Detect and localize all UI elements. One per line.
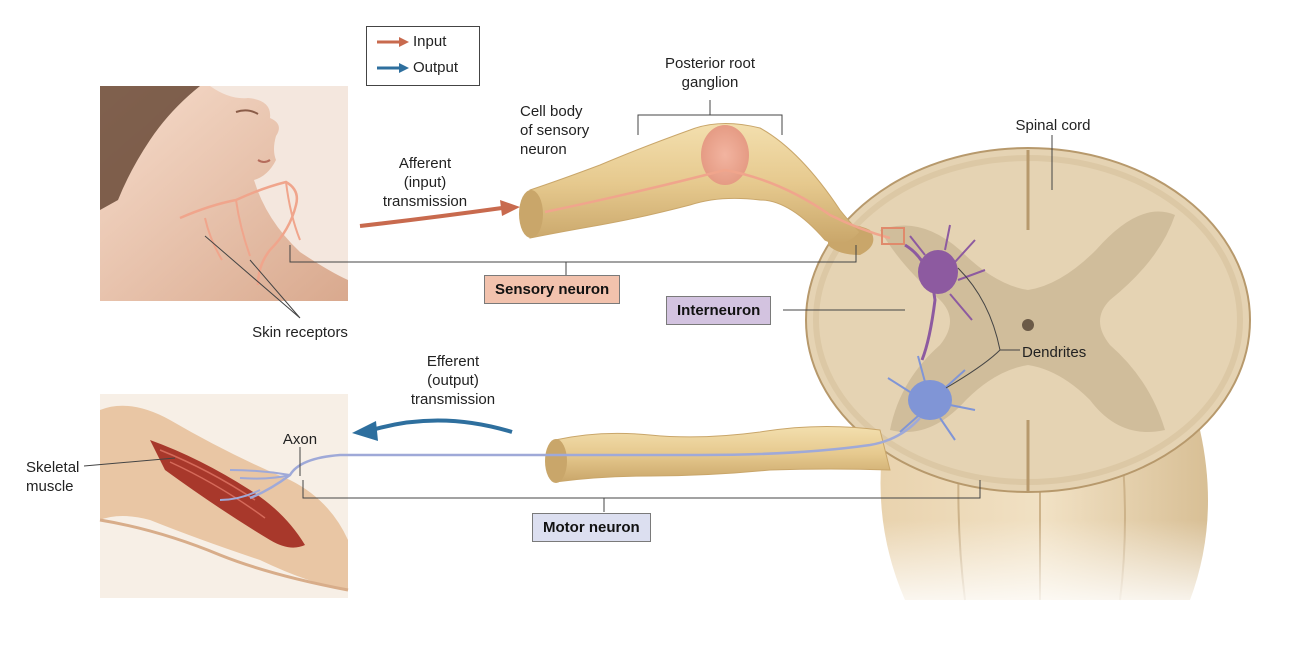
afferent-arrowhead xyxy=(500,200,520,216)
legend-input-label: Input xyxy=(413,33,447,50)
skin-receptors-label: Skin receptors xyxy=(252,324,348,341)
leader-lines xyxy=(83,100,1053,512)
efferent-arrow xyxy=(371,418,513,434)
legend-output-label: Output xyxy=(413,59,459,76)
ganglion-cell-body xyxy=(701,125,749,185)
afferent-arrow xyxy=(359,206,503,228)
axon-label: Axon xyxy=(282,431,318,448)
output-arrow-icon xyxy=(377,63,409,74)
motor-neuron-cell xyxy=(219,355,976,501)
afferent-label: Afferent (input) transmission xyxy=(382,155,468,210)
legend-input: Input xyxy=(375,33,446,50)
legend-output: Output xyxy=(375,59,458,76)
input-arrow-icon xyxy=(377,37,409,48)
efferent-label: Efferent (output) transmission xyxy=(410,353,496,408)
sensory-neuron-label: Sensory neuron xyxy=(484,275,621,304)
dendrites-label: Dendrites xyxy=(1022,344,1087,361)
posterior-root-ganglion-label: Posterior root ganglion xyxy=(664,55,756,91)
arm-illustration xyxy=(99,394,349,598)
efferent-arrowhead xyxy=(352,421,378,441)
face-illustration xyxy=(100,86,348,301)
spinal-cord-label: Spinal cord xyxy=(1015,117,1091,134)
skeletal-muscle-label: Skeletal muscle xyxy=(26,459,80,495)
legend: Input Output xyxy=(366,26,480,86)
posterior-root-nerve xyxy=(519,122,905,245)
cell-body-label: Cell body of sensory neuron xyxy=(520,103,590,158)
interneuron-label: Interneuron xyxy=(666,296,772,325)
motor-neuron-label: Motor neuron xyxy=(532,513,651,542)
interneuron-cell xyxy=(904,224,986,361)
